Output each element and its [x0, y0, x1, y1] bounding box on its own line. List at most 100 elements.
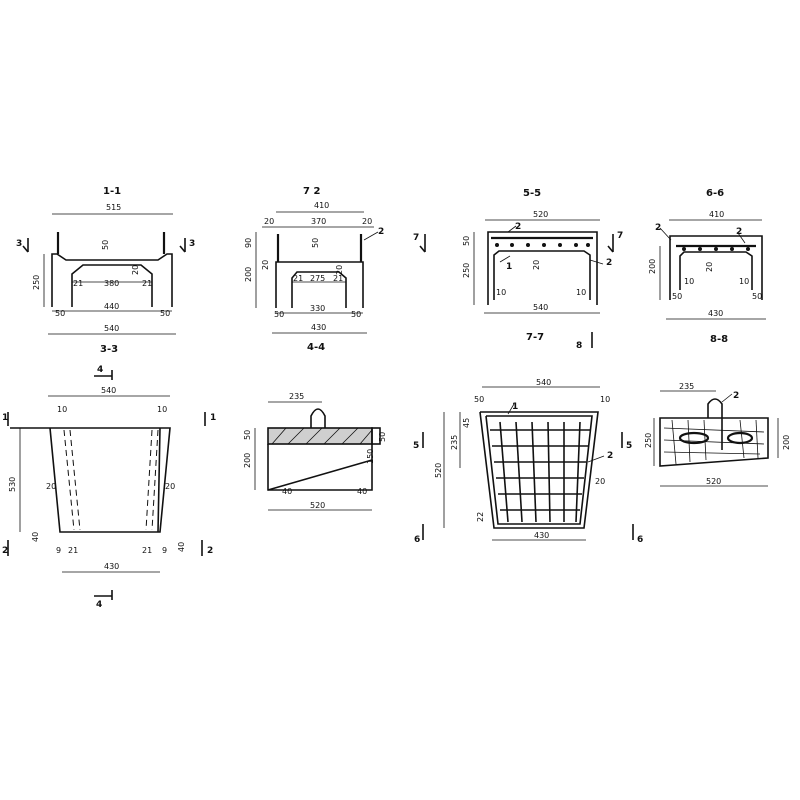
section-6-6: 6-6 410 2 2 200 20 10 10 50 50 430 — [648, 188, 766, 320]
cut-mark: 2 — [2, 546, 8, 556]
dim-label: 50 — [101, 240, 110, 250]
dim-label: 21 — [73, 279, 83, 288]
dim-label: 50 — [672, 292, 682, 301]
dim-label: 20 — [595, 477, 605, 486]
dim-label: 21 — [333, 274, 343, 283]
dim-label: 250 — [32, 275, 41, 290]
part-label: 2 — [733, 391, 739, 401]
dim-label: 40 — [357, 487, 367, 496]
section-7-7: 7-7 8 540 50 10 1 2 20 520 235 — [413, 332, 643, 545]
dim-label: 50 — [752, 292, 762, 301]
dim-label: 20 — [131, 265, 140, 275]
cut-mark: 2 — [207, 546, 213, 556]
dim-label: 540 — [101, 386, 116, 395]
section-title: 8-8 — [710, 334, 728, 345]
dim-label: 440 — [104, 302, 119, 311]
rebar-dots — [495, 243, 590, 247]
dim-label: 22 — [476, 512, 485, 522]
dim-label: 200 — [782, 435, 791, 450]
dim-label: 275 — [310, 274, 325, 283]
dim-label: 235 — [679, 382, 694, 391]
dim-label: 520 — [706, 477, 721, 486]
dim-label: 9 — [56, 546, 61, 555]
dim-label: 21 — [293, 274, 303, 283]
dim-label: 20 — [264, 217, 274, 226]
section-title: 3-3 — [100, 344, 118, 355]
section-8-8: 8-8 235 2 250 200 520 — [644, 334, 791, 487]
dim-label: 9 — [162, 546, 167, 555]
section-title: 4-4 — [307, 342, 325, 353]
dim-label: 330 — [310, 304, 325, 313]
part-label: 1 — [512, 402, 518, 412]
cut-mark: 1 — [210, 413, 216, 423]
dim-label: 250 — [462, 263, 471, 278]
cut-mark: 4 — [96, 600, 102, 610]
dim-label: 430 — [104, 562, 119, 571]
dim-label: 430 — [534, 531, 549, 540]
dim-label: 20 — [362, 217, 372, 226]
dim-label: 520 — [533, 210, 548, 219]
dim-label: 21 — [142, 546, 152, 555]
dim-label: 10 — [684, 277, 694, 286]
cut-mark: 3 — [189, 239, 195, 249]
cut-mark: 3 — [16, 239, 22, 249]
dim-label: 10 — [600, 395, 610, 404]
cut-mark: 4 — [97, 365, 103, 375]
part-label: 2 — [736, 227, 742, 237]
dim-label: 10 — [576, 288, 586, 297]
section-1-1: 1-1 515 250 50 380 21 21 20 440 50 50 54… — [16, 186, 195, 335]
dim-label: 540 — [104, 324, 119, 333]
dim-label: 10 — [739, 277, 749, 286]
dim-label: 410 — [709, 210, 724, 219]
dim-label: 50 — [351, 310, 361, 319]
part-label: 2 — [607, 451, 613, 461]
dim-label: 20 — [46, 482, 56, 491]
dim-label: 515 — [106, 203, 121, 212]
part-label: 2 — [515, 222, 521, 232]
section-4-4: 4-4 235 50 200 150 50 40 40 520 — [243, 342, 387, 511]
dim-label: 370 — [311, 217, 326, 226]
cut-mark: 8 — [576, 341, 582, 351]
dim-label: 20 — [705, 262, 714, 272]
part-label: 2 — [378, 227, 384, 237]
dim-label: 10 — [157, 405, 167, 414]
dim-label: 21 — [142, 279, 152, 288]
dim-label: 45 — [462, 418, 471, 428]
cut-mark: 7 — [413, 233, 419, 243]
dim-label: 200 — [648, 259, 657, 274]
dim-label: 40 — [282, 487, 292, 496]
cut-mark: 7 — [617, 231, 623, 241]
dim-label: 50 — [378, 432, 387, 442]
section-title: 6-6 — [706, 188, 724, 199]
dim-label: 520 — [434, 463, 443, 478]
dim-label: 20 — [165, 482, 175, 491]
dim-label: 20 — [335, 265, 344, 275]
dim-label: 10 — [496, 288, 506, 297]
dim-label: 200 — [244, 267, 253, 282]
cut-mark: 6 — [637, 535, 643, 545]
dim-label: 540 — [536, 378, 551, 387]
dim-label: 150 — [366, 449, 375, 464]
section-title: 7 2 — [303, 186, 320, 197]
dim-label: 540 — [533, 303, 548, 312]
section-title: 5-5 — [523, 188, 541, 199]
dim-label: 200 — [243, 453, 252, 468]
dim-label: 50 — [311, 238, 320, 248]
dim-label: 520 — [310, 501, 325, 510]
section-title: 1-1 — [103, 186, 121, 197]
dim-label: 20 — [261, 260, 270, 270]
dim-label: 235 — [289, 392, 304, 401]
cut-mark: 5 — [413, 441, 419, 451]
dim-label: 50 — [55, 309, 65, 318]
dim-label: 21 — [68, 546, 78, 555]
dim-label: 250 — [644, 433, 653, 448]
dim-label: 40 — [31, 532, 40, 542]
dim-label: 50 — [474, 395, 484, 404]
dim-label: 40 — [177, 542, 186, 552]
dim-label: 90 — [244, 238, 253, 248]
part-label: 1 — [506, 262, 512, 272]
rebar-mesh — [663, 419, 765, 465]
section-title: 7-7 — [526, 332, 544, 343]
dim-label: 50 — [160, 309, 170, 318]
